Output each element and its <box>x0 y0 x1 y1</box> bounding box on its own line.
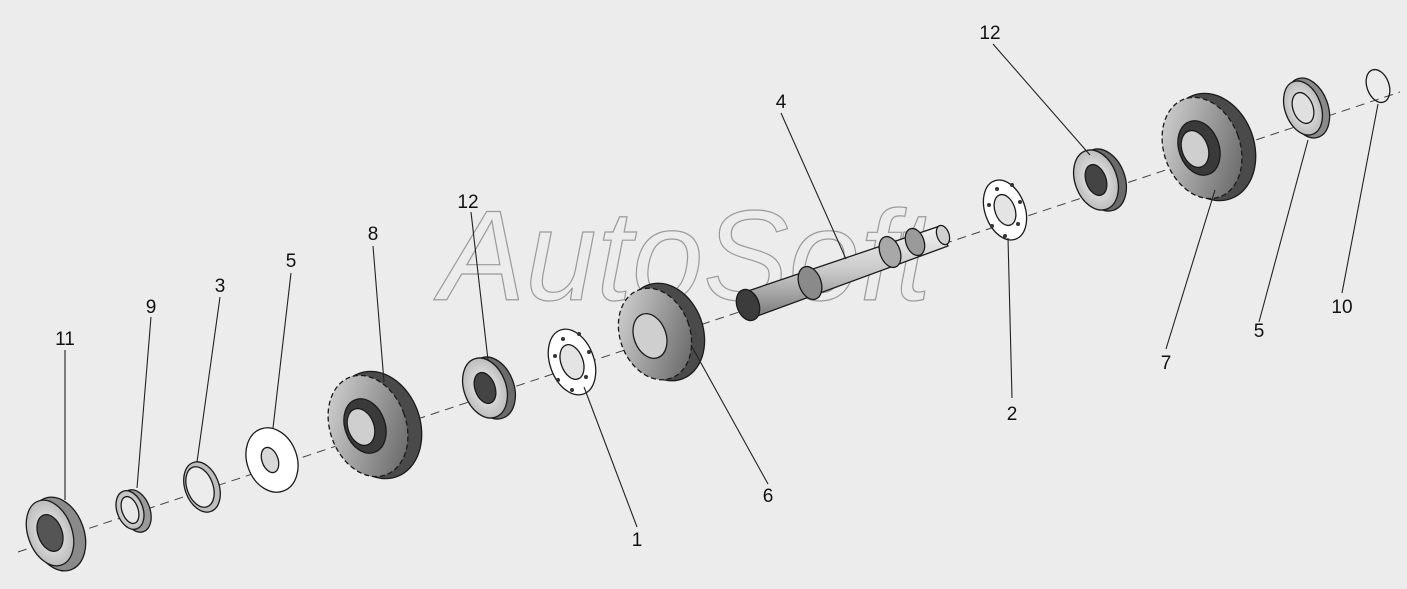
callout-1: 1 <box>632 530 643 551</box>
callout-10: 10 <box>1331 297 1352 318</box>
part-5-washer-left <box>245 427 299 493</box>
part-5-seal-right <box>1282 77 1331 139</box>
callout-7: 7 <box>1161 353 1172 374</box>
callout-8: 8 <box>368 224 379 245</box>
part-12-bearing-right <box>1072 148 1128 212</box>
callout-12-left: 12 <box>457 192 478 213</box>
callout-3: 3 <box>215 276 226 297</box>
callout-11: 11 <box>55 329 75 350</box>
callout-5-left: 5 <box>286 251 297 272</box>
leader-lines <box>64 43 1379 528</box>
part-7-gear <box>1161 92 1257 202</box>
part-8-gear <box>327 370 423 480</box>
callout-4: 4 <box>776 92 787 113</box>
callout-9: 9 <box>146 297 157 318</box>
part-4-shaft <box>735 224 951 322</box>
callout-12-right: 12 <box>979 23 1000 44</box>
part-10-snap-ring <box>1365 68 1391 104</box>
part-2-thrust-washer <box>982 179 1028 241</box>
part-12-bearing-left <box>461 356 517 420</box>
callout-5-right: 5 <box>1254 321 1265 342</box>
callout-2: 2 <box>1007 404 1018 425</box>
callout-6: 6 <box>763 486 774 507</box>
part-1-thrust-washer <box>547 328 597 396</box>
part-11-bearing <box>25 496 87 572</box>
part-3-ring <box>183 461 221 513</box>
callout-labels: 1 2 3 4 5 5 6 7 8 9 10 11 12 12 <box>55 23 1352 551</box>
part-9-bushing <box>115 489 152 533</box>
part-6-gear <box>617 282 706 382</box>
center-axis-line <box>17 91 1401 553</box>
